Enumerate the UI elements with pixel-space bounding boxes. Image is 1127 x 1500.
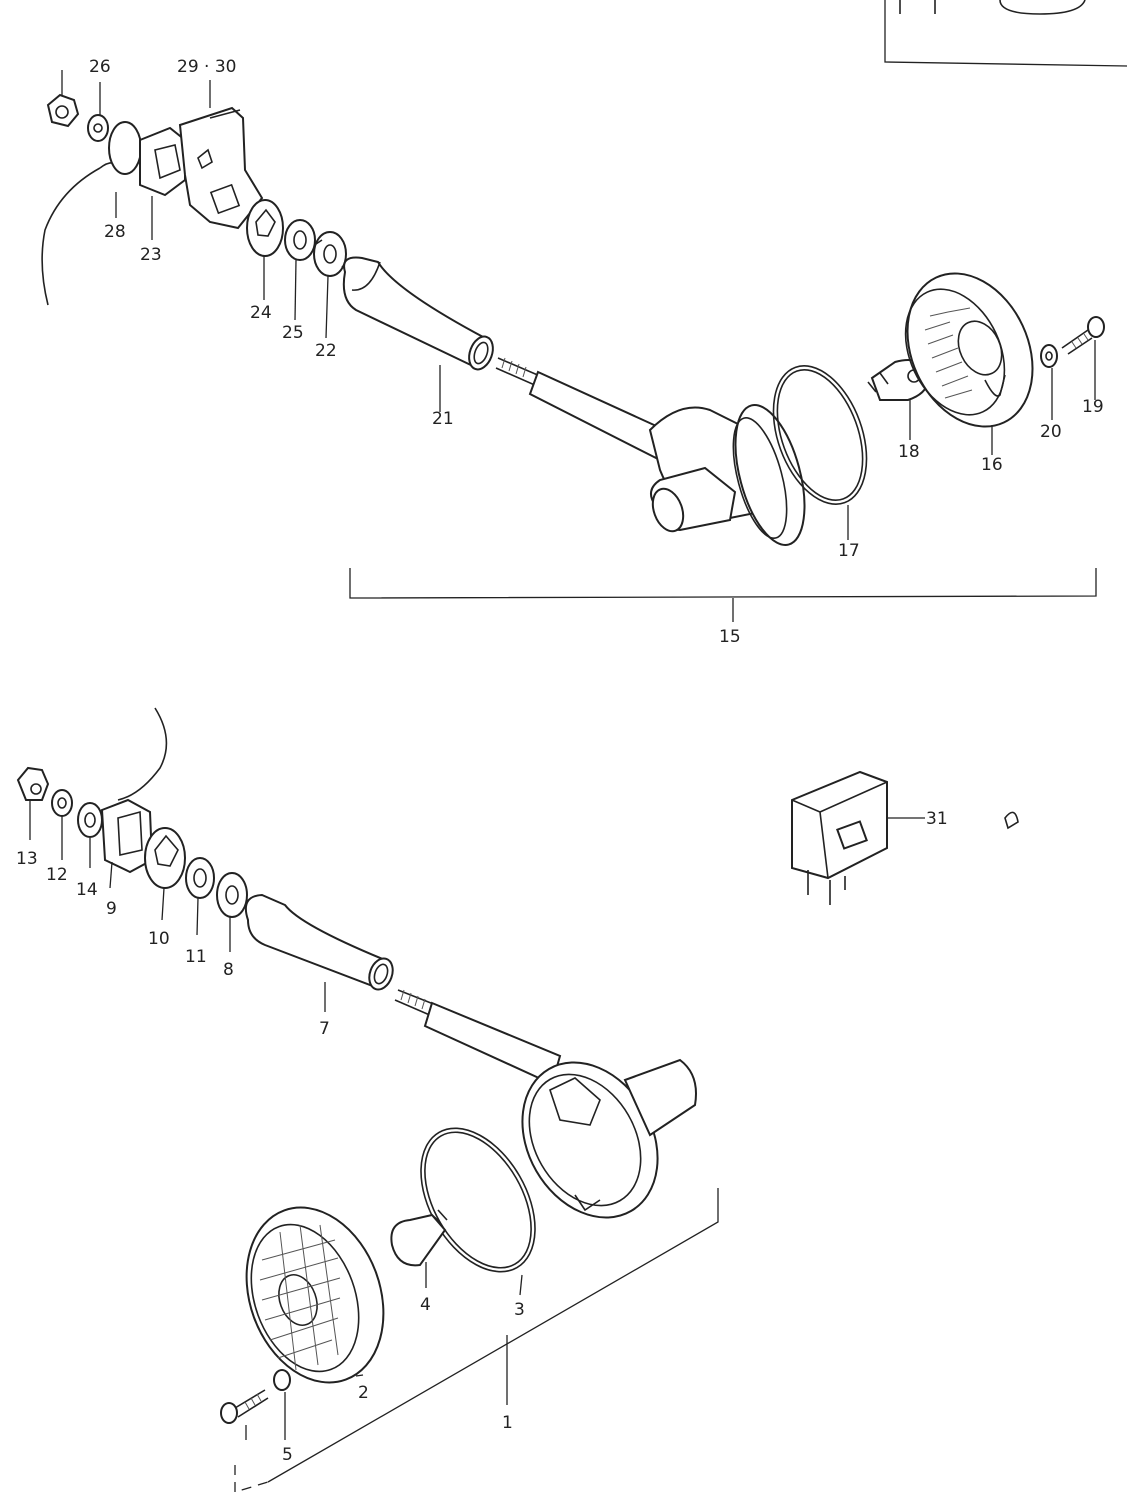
part-stem-lower [394,989,562,1086]
lower-assembly [16,707,697,1424]
label-5: 5 [282,1445,293,1465]
label-31: 31 [926,809,948,829]
part-screw-lower [220,1389,269,1424]
part-26-washer [87,114,109,142]
label-17: 17 [838,541,860,561]
label-20: 20 [1040,422,1062,442]
part-10-nut [144,827,186,889]
part-lamp-housing-upper [648,404,806,546]
part-22-lockwasher [313,231,347,277]
lower-leader-lines [29,800,719,1493]
part-29-30-bracket [178,106,264,230]
label-18: 18 [898,442,920,462]
label-7: 7 [319,1019,330,1039]
part-16-lens [904,272,1034,428]
part-28-23-body [108,121,186,197]
part-12-washer [51,789,73,817]
part-nut-upper [46,93,80,128]
upper-leader-lines [61,70,1097,622]
part-lamp-housing-lower [521,1058,697,1219]
label-14: 14 [76,880,98,900]
upper-assembly [41,93,1105,546]
part-stem-upper [495,357,667,460]
part-21-sleeve [342,256,494,371]
part-9-body [100,798,154,874]
label-23: 23 [140,245,162,265]
label-12: 12 [46,865,68,885]
label-21: 21 [432,409,454,429]
part-2-lens [245,1206,385,1384]
label-2: 2 [358,1383,369,1403]
label-28: 28 [104,222,126,242]
part-7-sleeve [244,893,394,991]
label-9: 9 [106,899,117,919]
label-1: 1 [502,1413,513,1433]
label-19: 19 [1082,397,1104,417]
part-17-oring [772,365,868,505]
label-4: 4 [420,1295,431,1315]
part-8-lockwasher [216,872,248,918]
title-frame [884,0,1127,67]
part-11-washer [185,857,215,899]
label-3: 3 [514,1300,525,1320]
label-25: 25 [282,323,304,343]
label-26: 26 [89,57,111,77]
callout-labels: 26 29 · 30 28 23 24 25 22 21 17 18 16 20… [16,57,1104,1465]
wire-upper [41,167,101,306]
label-29-30: 29 · 30 [177,57,236,77]
part-31-relay [791,770,1019,905]
part-19-screw [1061,316,1105,355]
label-24: 24 [250,303,272,323]
part-24-nut [246,199,284,257]
label-8: 8 [223,960,234,980]
part-14-washer [77,802,103,838]
label-22: 22 [315,341,337,361]
part-4-bulb [390,1209,448,1267]
label-11: 11 [185,947,207,967]
label-13: 13 [16,849,38,869]
wire-lower [117,707,168,801]
label-10: 10 [148,929,170,949]
part-20-washer [1040,344,1058,368]
part-5-washer [273,1369,291,1391]
label-16: 16 [981,455,1003,475]
part-13-nut [16,766,50,801]
label-15: 15 [719,627,741,647]
part-25-washer [284,219,316,261]
